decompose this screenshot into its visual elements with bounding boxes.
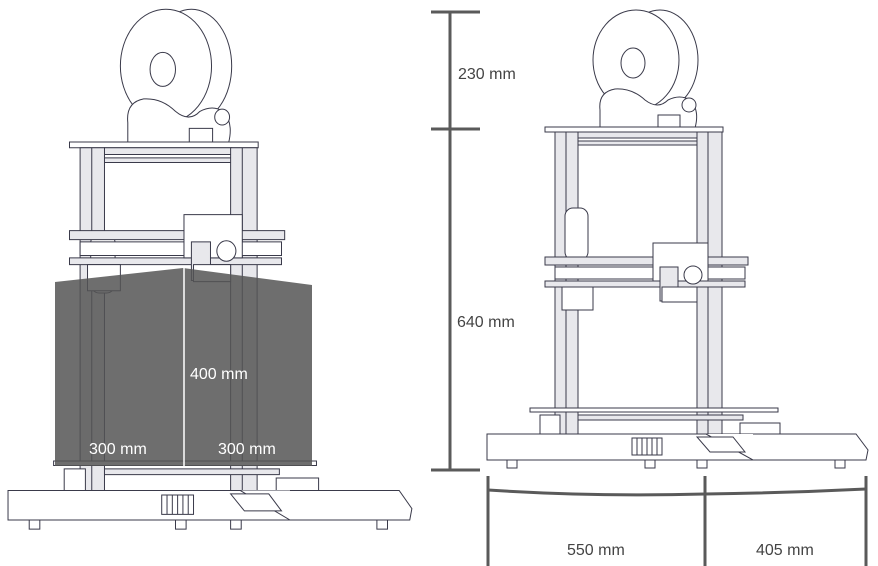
extension-width-label: 405 mm <box>756 542 814 559</box>
vertical-dimension-lines <box>431 10 480 472</box>
build-width-label: 300 mm <box>89 441 147 458</box>
base-width-label: 550 mm <box>567 542 625 559</box>
horizontal-dimension-lines <box>486 476 868 566</box>
build-height-label: 400 mm <box>190 366 248 383</box>
printer-front-view-right <box>486 9 869 469</box>
frame-height-label: 640 mm <box>457 314 515 331</box>
build-depth-label: 300 mm <box>218 441 276 458</box>
spool-height-label: 230 mm <box>458 66 516 83</box>
